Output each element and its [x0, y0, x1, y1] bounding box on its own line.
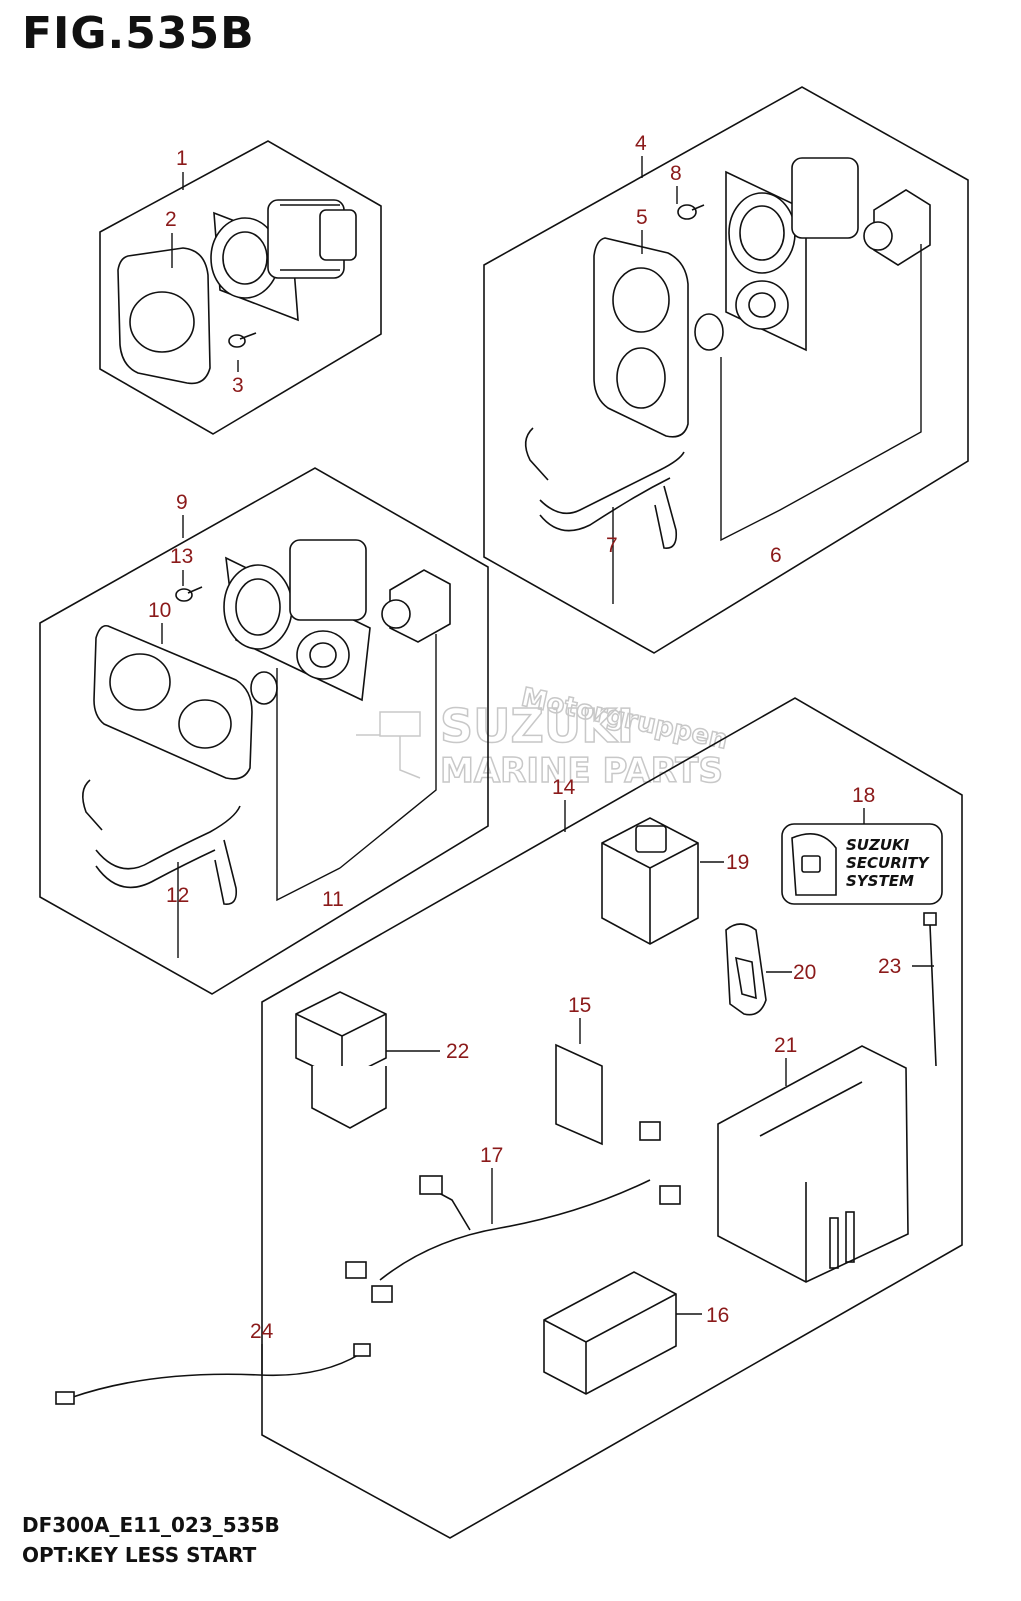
frame-part-14 [261, 697, 963, 1539]
callout-23: 23 [878, 955, 901, 978]
watermark-subtitle: MARINE PARTS [440, 751, 723, 791]
callout-16: 16 [706, 1304, 729, 1327]
callout-6: 6 [770, 544, 782, 567]
figure-code: DF300A_E11_023_535B [22, 1513, 280, 1537]
relay-22 [295, 991, 387, 1129]
callout-8: 8 [670, 162, 682, 185]
callout-22: 22 [446, 1040, 469, 1063]
callout-19: 19 [726, 851, 749, 874]
lanyard-7 [524, 427, 685, 549]
bezel-double-5 [593, 237, 689, 438]
callout-7: 7 [606, 534, 618, 557]
bezel-double-10 [93, 624, 253, 780]
switch-panel-4 [725, 157, 931, 352]
callout-5: 5 [636, 206, 648, 229]
badge-line-1: SUZUKI [846, 836, 910, 854]
callout-15: 15 [568, 994, 591, 1017]
frame-part-1 [99, 140, 382, 435]
badge-line-3: SYSTEM [846, 872, 914, 890]
callout-10: 10 [148, 599, 171, 622]
cable-tie-23 [923, 912, 937, 1067]
holder-16 [543, 1271, 677, 1395]
bracket-21 [717, 1045, 909, 1283]
callout-labels: 1 2 3 4 5 6 7 8 9 10 11 12 13 14 15 16 1… [148, 132, 901, 1343]
cable-24 [55, 1343, 371, 1405]
lanyard-12 [82, 779, 241, 905]
callout-12: 12 [166, 884, 189, 907]
bezel-single [117, 247, 211, 385]
callout-4: 4 [635, 132, 647, 155]
callout-14: 14 [552, 776, 576, 799]
switch-panel-9 [223, 539, 451, 702]
leader-11 [276, 634, 437, 902]
seal-ring-9 [250, 671, 278, 705]
screw-8 [677, 204, 705, 220]
harness-17 [345, 1121, 681, 1303]
callout-20: 20 [793, 961, 816, 984]
security-badge-18: SUZUKI SECURITY SYSTEM [781, 823, 943, 905]
key-fob-20 [725, 923, 767, 1016]
callout-18: 18 [852, 784, 875, 807]
switch-assembly-single [210, 199, 357, 322]
callout-11: 11 [322, 888, 344, 911]
control-box-19 [601, 817, 699, 945]
frame-part-9 [39, 467, 489, 995]
callout-24: 24 [250, 1320, 274, 1343]
badge-line-2: SECURITY [846, 854, 931, 872]
screw-3 [228, 332, 257, 348]
screw-13 [175, 586, 203, 602]
callout-1: 1 [176, 147, 188, 170]
watermark-brand: SUZUKI [440, 699, 634, 753]
figure-name: OPT:KEY LESS START [22, 1543, 257, 1567]
callout-17: 17 [480, 1144, 503, 1167]
callout-9: 9 [176, 491, 188, 514]
callout-3: 3 [232, 374, 244, 397]
card-15 [555, 1043, 603, 1146]
frame-part-4 [483, 86, 969, 654]
watermark: Motorgruppen SUZUKI MARINE PARTS [356, 682, 731, 792]
callout-21: 21 [774, 1034, 797, 1057]
figure-title: FIG.535B [22, 8, 255, 59]
callout-13: 13 [170, 545, 193, 568]
watermark-engine-icon [356, 711, 421, 779]
seal-ring-4 [694, 313, 724, 351]
leader-6 [720, 244, 922, 542]
callout-2: 2 [165, 208, 177, 231]
callout-leaders [161, 156, 934, 1374]
